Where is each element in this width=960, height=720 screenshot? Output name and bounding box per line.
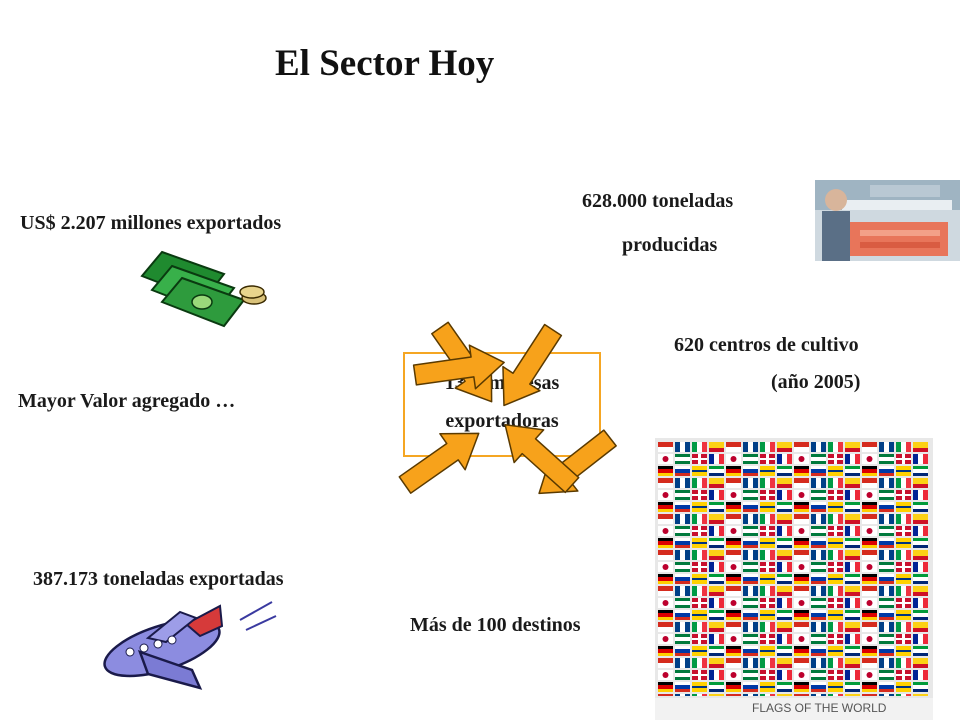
salmon-processing-photo — [815, 180, 960, 261]
label-value-added: Mayor Valor agregado … — [18, 390, 236, 412]
label-centers-2: (año 2005) — [771, 371, 861, 393]
flags-of-the-world-poster — [655, 438, 933, 720]
label-tons-produced-1: 628.000 toneladas — [582, 190, 734, 212]
arrow-to-tons-exported — [391, 414, 493, 504]
page-title: El Sector Hoy — [275, 43, 495, 84]
airplane-icon — [103, 601, 277, 690]
label-tons-produced-2: producidas — [622, 234, 718, 256]
flags-poster-caption: FLAGS OF THE WORLD — [752, 701, 887, 715]
label-tons-exported: 387.173 toneladas exportadas — [33, 568, 284, 590]
money-stack-icon — [140, 250, 267, 328]
center-line-2: exportadoras — [445, 410, 559, 432]
label-centers-1: 620 centros de cultivo — [674, 334, 859, 356]
label-destinations: Más de 100 destinos — [410, 614, 581, 636]
label-exports-value: US$ 2.207 millones exportados — [20, 212, 282, 234]
